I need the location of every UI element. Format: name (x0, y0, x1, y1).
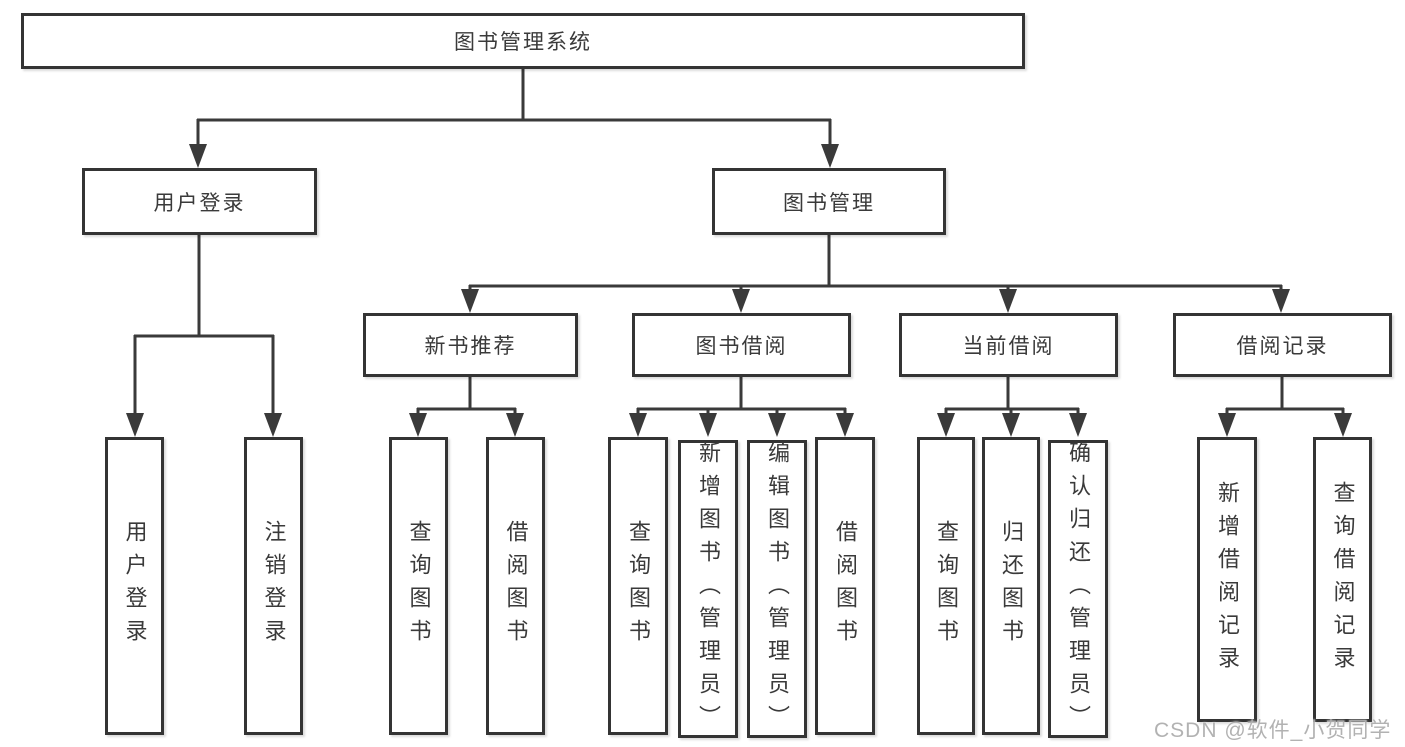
node-label: 注销登录 (261, 520, 287, 652)
node-label: 图书管理 (783, 191, 875, 215)
node-label: 新增借阅记录 (1215, 480, 1240, 679)
node-library-management-system: 图书管理系统 (21, 13, 1025, 69)
node-book-management: 图书管理 (712, 168, 946, 235)
node-label: 确认归还（管理员） (1066, 440, 1091, 738)
node-query-borrow-record: 查询借阅记录 (1313, 437, 1372, 722)
node-query-books-current: 查询图书 (917, 437, 975, 735)
node-borrow-book: 借阅图书 (815, 437, 875, 735)
node-label: 用户登录 (122, 520, 148, 652)
node-user-login-leaf: 用户登录 (105, 437, 164, 735)
node-label: 查询图书 (406, 520, 432, 652)
node-user-login: 用户登录 (82, 168, 317, 235)
node-label: 用户登录 (153, 191, 246, 215)
node-confirm-return-admin: 确认归还（管理员） (1048, 440, 1108, 738)
node-label: 编辑图书（管理员） (765, 440, 790, 738)
node-return-book: 归还图书 (982, 437, 1040, 735)
node-label: 图书管理系统 (454, 31, 592, 54)
node-add-book-admin: 新增图书（管理员） (678, 440, 738, 738)
node-label: 查询借阅记录 (1330, 480, 1356, 679)
node-current-borrow: 当前借阅 (899, 313, 1118, 377)
node-label: 新书推荐 (424, 335, 517, 358)
node-label: 当前借阅 (962, 335, 1055, 358)
node-label: 借阅记录 (1236, 335, 1329, 358)
node-borrow-book-recommend: 借阅图书 (486, 437, 545, 735)
node-label: 借阅图书 (503, 520, 529, 652)
node-logout: 注销登录 (244, 437, 303, 735)
node-borrow-records: 借阅记录 (1173, 313, 1392, 377)
node-label: 查询图书 (626, 520, 651, 652)
node-label: 新增图书（管理员） (696, 440, 721, 738)
node-new-book-recommend: 新书推荐 (363, 313, 578, 377)
node-label: 查询图书 (934, 520, 959, 652)
node-add-borrow-record: 新增借阅记录 (1197, 437, 1257, 722)
node-query-books-borrow: 查询图书 (608, 437, 668, 735)
node-label: 图书借阅 (695, 335, 788, 358)
node-edit-book-admin: 编辑图书（管理员） (747, 440, 807, 738)
node-book-borrow: 图书借阅 (632, 313, 851, 377)
node-query-books-recommend: 查询图书 (389, 437, 448, 735)
node-label: 归还图书 (999, 520, 1024, 652)
node-label: 借阅图书 (833, 520, 858, 652)
csdn-watermark: CSDN @软件_小贺同学 (1154, 719, 1392, 742)
